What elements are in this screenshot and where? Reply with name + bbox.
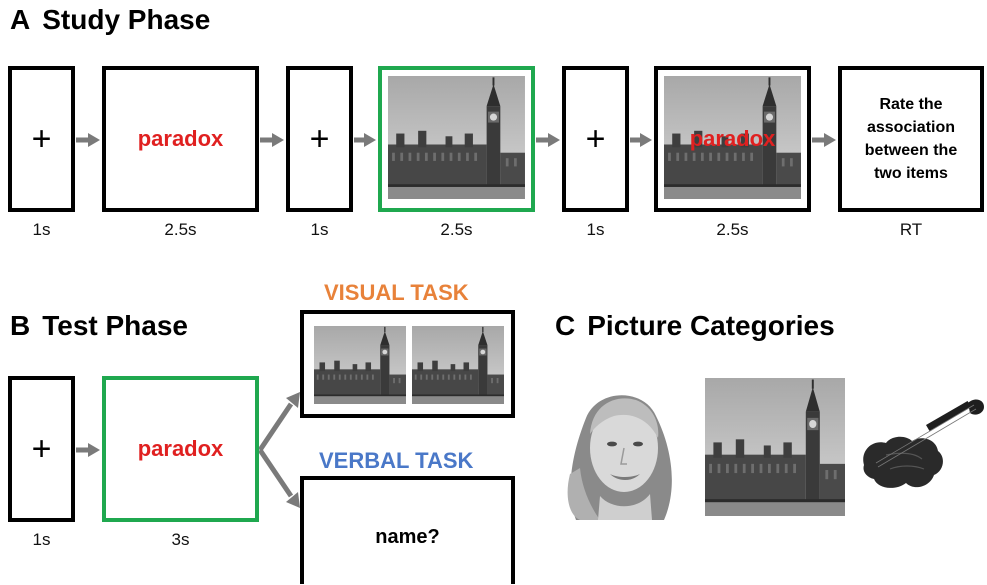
rating-prompt-line: Rate the	[879, 95, 943, 113]
test-word-screen: paradox	[102, 376, 259, 522]
visual-task-screen	[300, 310, 515, 418]
visual-task-label: VISUAL TASK	[324, 280, 469, 305]
duration-label: 1s	[32, 530, 51, 549]
big-ben-photo-left	[314, 326, 406, 404]
face-photo	[567, 395, 672, 520]
study-phase-title: A Study Phase	[10, 6, 210, 34]
rating-prompt: Rate the association between the two ite…	[865, 93, 957, 186]
picture-categories-title-text: Picture Categories	[587, 310, 835, 341]
verbal-task-label: VERBAL TASK	[319, 448, 474, 473]
rating-prompt-line: two items	[874, 165, 948, 183]
duration-label: RT	[899, 220, 923, 239]
arrow-up-right-icon	[257, 392, 300, 452]
section-letter-c: C	[555, 310, 576, 341]
test-phase-title-text: Test Phase	[42, 310, 189, 341]
study-fixation-1: +	[8, 66, 75, 212]
study-word-screen: paradox	[102, 66, 259, 212]
test-fixation: +	[8, 376, 75, 522]
arrow-right-icon	[260, 133, 284, 147]
instrument-photo	[863, 399, 984, 488]
fixation-cross: +	[309, 120, 330, 158]
verbal-task-screen: name?	[300, 476, 515, 584]
arrow-right-icon	[354, 133, 376, 147]
arrow-right-icon	[536, 133, 560, 147]
rating-prompt-line: between the	[864, 142, 958, 159]
test-word: paradox	[137, 436, 224, 461]
overlay-word: paradox	[689, 126, 776, 151]
study-phase-title-text: Study Phase	[42, 4, 211, 35]
building-photo	[705, 378, 845, 516]
duration-label: 1s	[586, 220, 605, 239]
fixation-cross: +	[585, 120, 606, 158]
study-fixation-2: +	[286, 66, 353, 212]
duration-label: 2.5s	[440, 220, 473, 239]
arrow-right-icon	[76, 443, 100, 457]
study-rating-screen: Rate the association between the two ite…	[838, 66, 984, 212]
section-letter-a: A	[10, 4, 31, 35]
fixation-cross: +	[31, 430, 52, 468]
arrow-right-icon	[76, 133, 100, 147]
study-picture-screen	[378, 66, 535, 212]
arrow-down-right-icon	[257, 448, 300, 508]
section-letter-b: B	[10, 310, 31, 341]
rating-prompt-line: association	[866, 118, 956, 136]
study-word: paradox	[137, 126, 224, 151]
study-fixation-3: +	[562, 66, 629, 212]
arrow-right-icon	[630, 133, 652, 147]
study-combined-screen: paradox	[654, 66, 811, 212]
test-phase-title: B Test Phase	[10, 312, 188, 340]
duration-label: 2.5s	[716, 220, 749, 239]
fixation-cross: +	[31, 120, 52, 158]
big-ben-photo-right	[412, 326, 504, 404]
picture-categories-title: C Picture Categories	[555, 312, 835, 340]
duration-label: 1s	[310, 220, 329, 239]
duration-label: 3s	[171, 530, 190, 549]
verbal-task-prompt: name?	[375, 525, 440, 548]
duration-label: 2.5s	[164, 220, 197, 239]
arrow-right-icon	[812, 133, 836, 147]
duration-label: 1s	[32, 220, 51, 239]
